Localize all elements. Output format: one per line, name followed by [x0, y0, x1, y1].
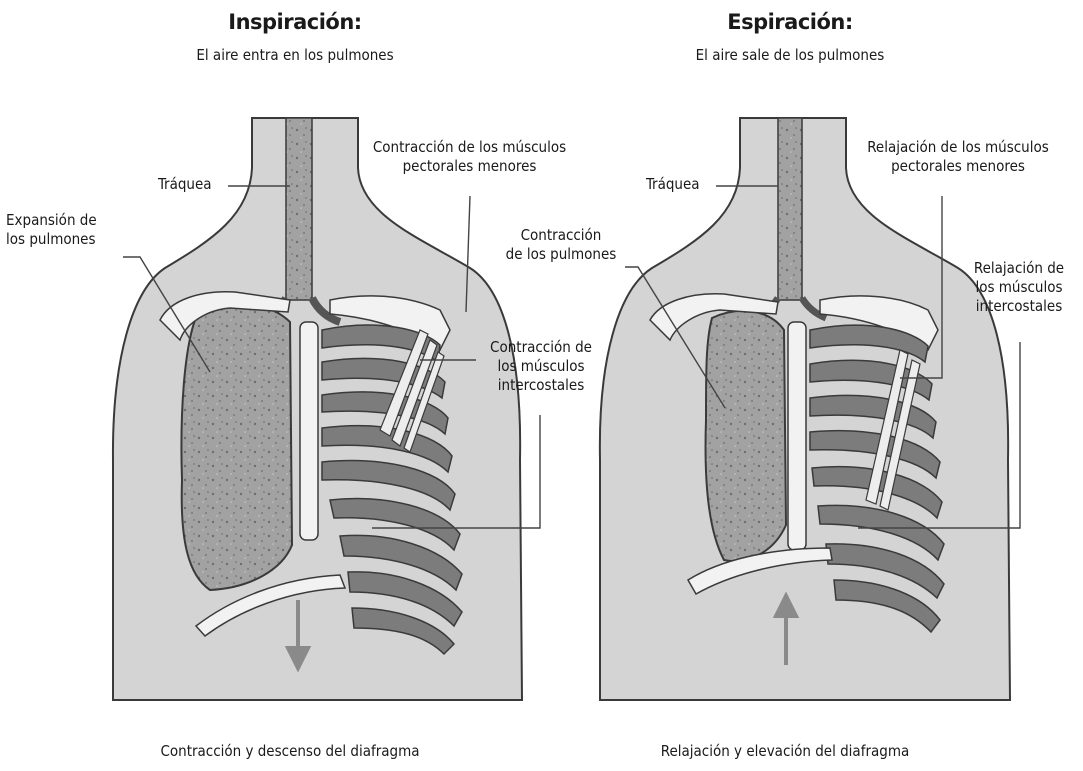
right-label-contraccion-pulmones: Contracción de los pulmones — [492, 226, 630, 264]
right-label-intercostales: Relajación de los músculos intercostales — [958, 259, 1080, 316]
right-subtitle: El aire sale de los pulmones — [640, 46, 940, 64]
right-label-intercostales-line3: intercostales — [958, 297, 1080, 316]
left-label-traquea: Tráquea — [158, 175, 212, 194]
right-label-pectorales-line2: pectorales menores — [840, 157, 1076, 176]
right-label-contraccion-line1: Contracción — [492, 226, 630, 245]
right-label-pectorales-line1: Relajación de los músculos — [840, 138, 1076, 157]
right-label-intercostales-line2: los músculos — [958, 278, 1080, 297]
right-label-pectorales: Relajación de los músculos pectorales me… — [840, 138, 1076, 176]
left-label-intercostales-line3: intercostales — [478, 376, 604, 395]
left-title: Inspiración: — [195, 10, 395, 34]
left-torso — [113, 118, 540, 700]
left-label-expansion-line1: Expansión de — [6, 211, 97, 230]
right-caption: Relajación y elevación del diafragma — [615, 742, 955, 760]
left-label-intercostales: Contracción de los músculos intercostale… — [478, 338, 604, 395]
right-label-traquea: Tráquea — [646, 175, 700, 194]
right-contracted-lung — [706, 311, 786, 561]
left-label-expansion-line2: los pulmones — [6, 230, 97, 249]
left-label-intercostales-line2: los músculos — [478, 357, 604, 376]
left-label-expansion: Expansión de los pulmones — [6, 211, 97, 249]
right-title: Espiración: — [690, 10, 890, 34]
left-expanded-lung — [181, 303, 292, 590]
right-label-intercostales-line1: Relajación de — [958, 259, 1080, 278]
left-label-pectorales-line2: pectorales menores — [352, 157, 587, 176]
left-caption: Contracción y descenso del diafragma — [120, 742, 460, 760]
right-label-contraccion-line2: de los pulmones — [492, 245, 630, 264]
left-subtitle: El aire entra en los pulmones — [145, 46, 445, 64]
right-torso — [600, 118, 1020, 700]
left-label-pectorales-line1: Contracción de los músculos — [352, 138, 587, 157]
left-label-intercostales-line1: Contracción de — [478, 338, 604, 357]
left-label-pectorales: Contracción de los músculos pectorales m… — [352, 138, 587, 176]
